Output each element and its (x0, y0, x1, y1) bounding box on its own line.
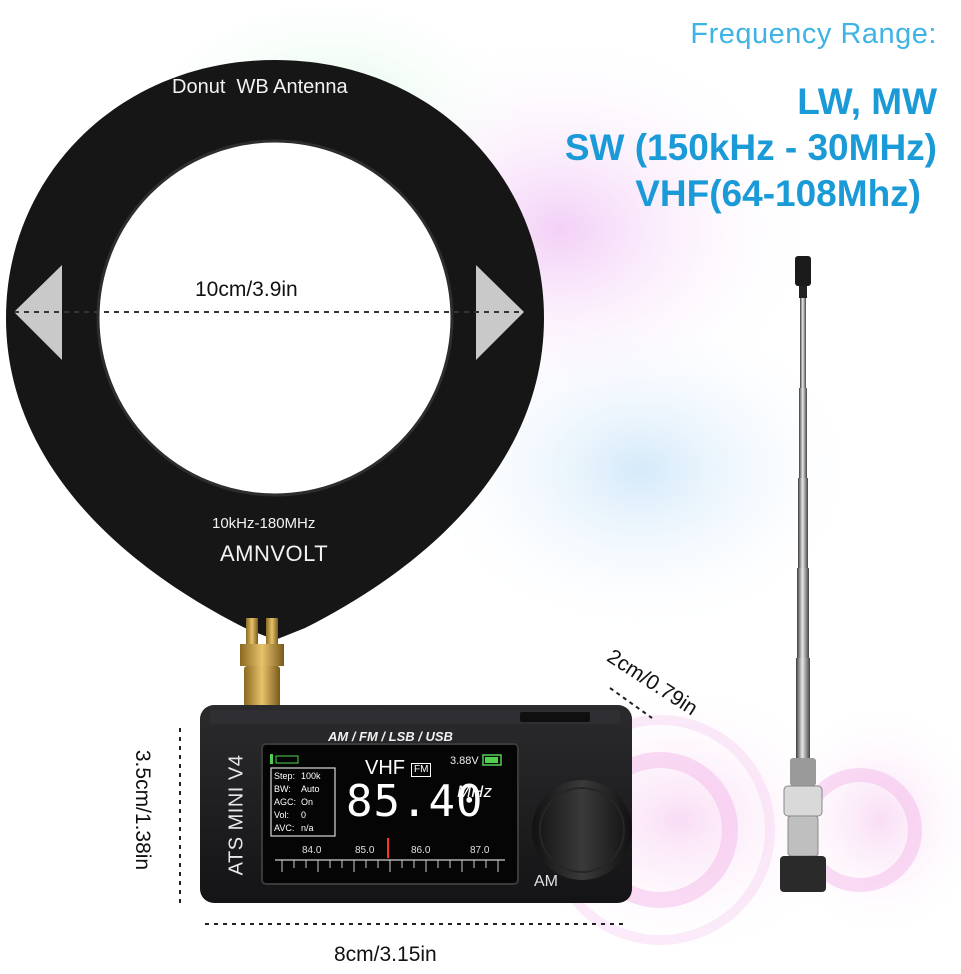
band-lw-mw: LW, MW (797, 81, 937, 122)
width-dimension-label: 8cm/3.15in (334, 943, 437, 966)
antenna-range: 10kHz-180MHz (212, 515, 316, 532)
frequency-range-label: Frequency Range: (690, 18, 937, 50)
band-sw: SW (150kHz - 30MHz) (564, 127, 937, 168)
scale-tick-label: 87.0 (470, 845, 490, 856)
radio-device (179, 687, 653, 925)
settings-panel: Step:100k BW:Auto AGC:On Vol:0 AVC:n/a (274, 770, 321, 835)
radio-model: ATS MINI V4 (225, 754, 248, 876)
setting-row-step: Step:100k (274, 771, 321, 781)
frequency-unit: MHz (457, 782, 492, 801)
antenna-title: Donut WB Antenna (172, 76, 348, 98)
setting-row-avc: AVC:n/a (274, 823, 314, 833)
battery-voltage: 3.88V (450, 755, 479, 767)
setting-row-bw: BW:Auto (274, 784, 320, 794)
scale-tick-label: 86.0 (411, 845, 431, 856)
radio-brand-partial: AM (534, 873, 558, 890)
band-vhf: VHF(64-108Mhz) (635, 173, 921, 214)
height-dimension-label: 3.5cm/1.38in (131, 749, 154, 871)
right-arrow-icon (476, 265, 524, 360)
setting-row-vol: Vol:0 (274, 810, 307, 820)
tuning-knob[interactable] (532, 780, 632, 880)
band-name: VHF (365, 757, 405, 779)
antenna-width-label: 10cm/3.9in (195, 278, 298, 301)
antenna-brand: AMNVOLT (220, 541, 329, 566)
frequency-range-panel: Frequency Range: LW, MW SW (150kHz - 30M… (565, 18, 937, 217)
radio-modes: AM / FM / LSB / USB (328, 729, 453, 744)
mode-badge: FM (411, 763, 432, 777)
telescopic-antenna (780, 256, 826, 892)
depth-dimension-line (609, 687, 653, 719)
donut-antenna (6, 60, 544, 640)
scale-tick-label: 85.0 (355, 845, 375, 856)
frequency-display: 85.40 (346, 776, 484, 827)
scale-tick-label: 84.0 (302, 845, 322, 856)
setting-row-agc: AGC:On (274, 797, 314, 807)
